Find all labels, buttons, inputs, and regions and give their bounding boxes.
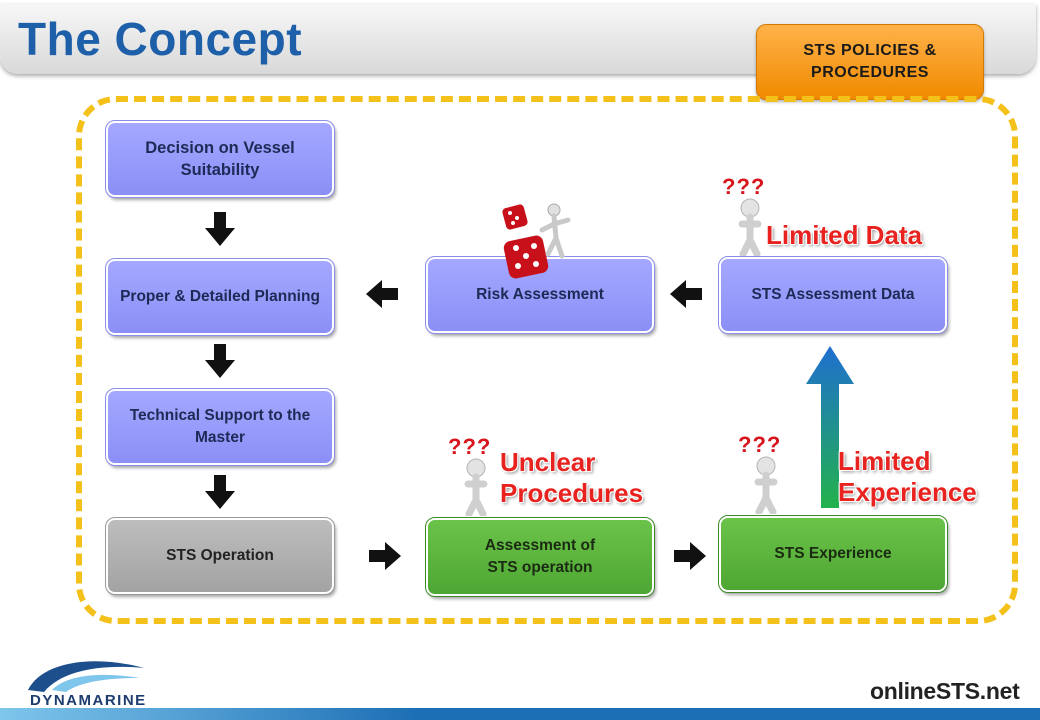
arrow-down-icon xyxy=(205,344,235,378)
person-icon xyxy=(738,198,762,256)
dynamarine-logo-icon xyxy=(28,661,144,692)
footer-bar xyxy=(0,708,1040,720)
arrow-right-icon xyxy=(369,542,401,570)
arrow-left-icon xyxy=(366,280,398,308)
callout-line: Unclear xyxy=(500,447,596,477)
question-marks: ??? xyxy=(738,432,782,457)
limited-experience-callout: Limited Experience xyxy=(838,446,977,508)
callout-line: Limited xyxy=(838,446,931,476)
person-icon xyxy=(464,458,488,516)
limited-data-callout: Limited Data xyxy=(766,220,923,250)
policies-procedures-button[interactable]: STS POLICIES & PROCEDURES xyxy=(756,24,984,100)
callout-line: Procedures xyxy=(500,478,644,508)
arrow-right-icon xyxy=(674,542,706,570)
concept-frame xyxy=(76,96,1018,624)
assessment-data-box: STS Assessment Data xyxy=(718,256,948,334)
onlinests-logo[interactable]: onlineSTS.net xyxy=(870,678,1020,704)
confused-figure-experience: ??? xyxy=(736,432,796,514)
sts-operation-box: STS Operation xyxy=(105,517,335,595)
callout-line: Experience xyxy=(838,477,977,507)
page-title: The Concept xyxy=(18,13,303,65)
dynamarine-logo-text: DYNAMARINE xyxy=(30,692,147,709)
technical-support-box: Technical Support to the Master xyxy=(105,388,335,466)
assessment-operation-box: Assessment of STS operation xyxy=(425,517,655,597)
arrow-down-icon xyxy=(205,212,235,246)
arrow-down-icon xyxy=(205,475,235,509)
sts-experience-box: STS Experience xyxy=(718,515,948,593)
dice-figure-icon xyxy=(502,203,571,279)
planning-box: Proper & Detailed Planning xyxy=(105,258,335,336)
assessment-operation-label: Assessment of STS operation xyxy=(484,537,596,576)
unclear-procedures-callout: Unclear Procedures xyxy=(500,447,643,509)
arrow-up-icon xyxy=(806,346,854,508)
vessel-suitability-box: Decision on Vessel Suitability xyxy=(105,120,335,198)
question-marks: ??? xyxy=(722,174,766,199)
confused-figure-procedures: ??? xyxy=(446,434,506,516)
question-marks: ??? xyxy=(448,434,492,459)
confused-figure-data: ??? xyxy=(720,174,780,256)
arrow-left-icon xyxy=(670,280,702,308)
person-icon xyxy=(754,456,778,514)
